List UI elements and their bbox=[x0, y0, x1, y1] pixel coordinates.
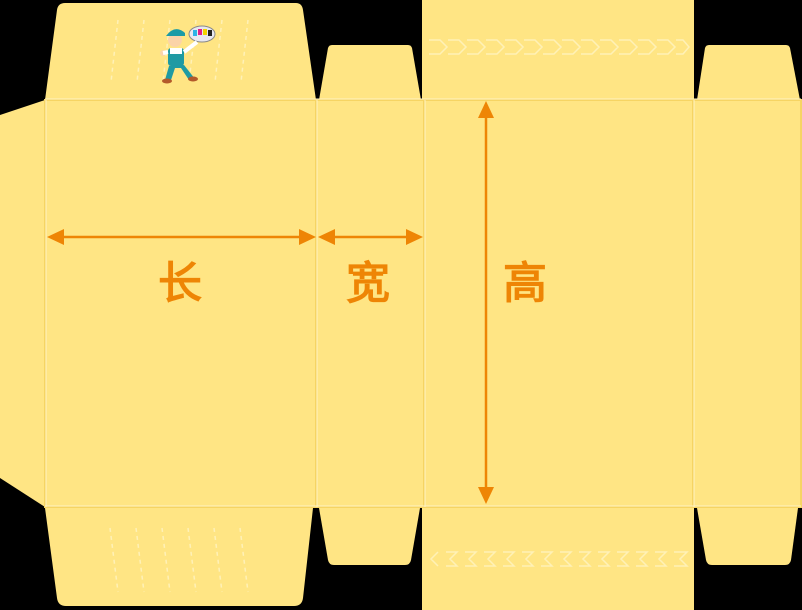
bottom-tuck-flap bbox=[45, 508, 313, 606]
height-label: 高 bbox=[503, 258, 547, 309]
left-glue-flap bbox=[0, 100, 45, 507]
top-lid-zigzag bbox=[429, 39, 690, 55]
bottom-lid-zigzag bbox=[429, 551, 689, 567]
bottom-flap-perforations bbox=[109, 527, 249, 593]
top-dust-flap-2 bbox=[697, 45, 800, 100]
bottom-dust-flap-2 bbox=[697, 508, 798, 565]
fold-lines bbox=[44, 98, 802, 508]
bottom-dust-flap-1 bbox=[319, 508, 420, 565]
width-dimension-arrow bbox=[318, 229, 423, 245]
length-label: 长 bbox=[158, 258, 202, 309]
top-dust-flap-1 bbox=[319, 45, 421, 100]
length-dimension-arrow bbox=[47, 229, 316, 245]
mascot-worker-icon bbox=[160, 25, 216, 84]
width-label: 宽 bbox=[346, 258, 390, 309]
height-dimension-arrow bbox=[478, 101, 494, 504]
bottom-lid-panel bbox=[422, 508, 694, 610]
